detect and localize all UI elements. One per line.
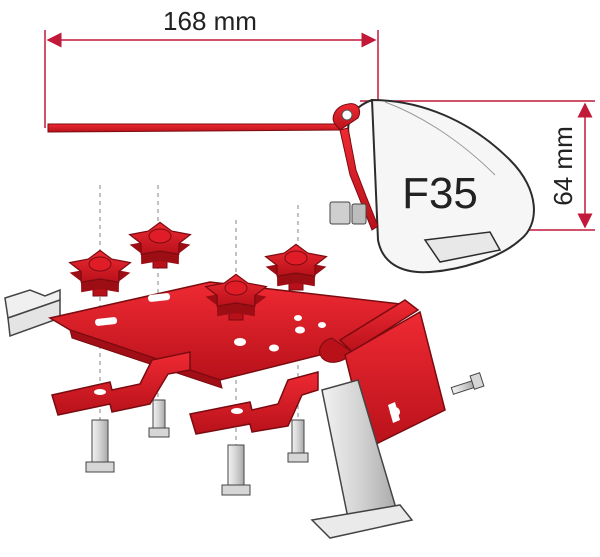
awning-casing: F35 xyxy=(347,98,535,274)
mounting-arm xyxy=(47,103,379,231)
bolt-3 xyxy=(221,444,251,496)
bolt-4 xyxy=(287,419,309,463)
star-knob-2 xyxy=(128,221,192,269)
mounting-rail xyxy=(4,288,61,338)
model-label: F35 xyxy=(402,169,478,218)
support-post xyxy=(310,379,414,539)
star-knob-3 xyxy=(204,273,268,321)
bolt-1 xyxy=(85,419,115,473)
width-dimension-label: 168 mm xyxy=(163,6,257,36)
width-dimension: 168 mm xyxy=(44,6,379,128)
clamp-bracket-right xyxy=(189,371,319,435)
side-screw xyxy=(450,372,485,395)
height-dimension-label: 64 mm xyxy=(548,126,578,205)
clamp-bracket-left xyxy=(51,351,191,416)
star-knob-1 xyxy=(68,249,132,297)
star-knob-4 xyxy=(264,243,328,291)
bolt-2 xyxy=(148,399,170,438)
hinge-bracket xyxy=(319,299,446,450)
